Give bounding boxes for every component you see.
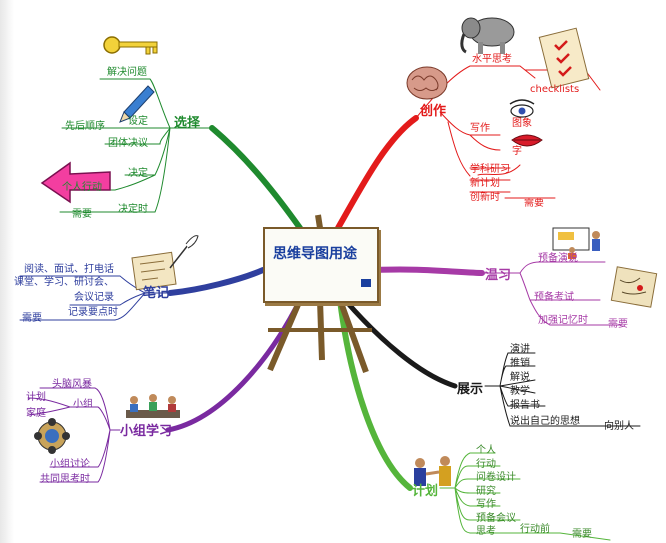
select-item: 需要 — [72, 209, 92, 220]
key-icon — [103, 36, 158, 55]
show-item: 解说 — [510, 372, 530, 383]
group-item: 共同思考时 — [40, 474, 90, 485]
center-board: 思维导图用途 — [263, 227, 379, 303]
handshake-icon — [414, 456, 451, 486]
presenter-icon — [552, 227, 600, 259]
group-item: 家庭 — [26, 408, 46, 419]
blank-area — [112, 448, 294, 508]
review-item: 需要 — [608, 319, 628, 330]
select-item: 个人行动 — [62, 182, 102, 193]
branch-review-sub — [481, 261, 621, 326]
branch-show-sub — [484, 352, 641, 427]
create-item: 新计划 — [470, 178, 500, 189]
arrow-icon — [40, 161, 111, 204]
plan-item: 行动 — [476, 459, 496, 470]
category-review: 温习 — [485, 268, 512, 283]
branch-notes-sub — [19, 275, 171, 321]
plan-item: 个人 — [476, 445, 496, 456]
compass-icon — [34, 418, 70, 454]
plan-item: 思考 — [476, 526, 496, 537]
group-item: 小组 — [73, 399, 93, 410]
notes-item: 记录要点时 — [68, 307, 118, 318]
branch-show — [342, 297, 458, 389]
branch-group-sub — [27, 387, 121, 483]
notes-item: 课堂、学习、研讨会、 — [14, 277, 114, 288]
elephant-icon — [460, 17, 515, 54]
category-group: 小组学习 — [120, 424, 173, 439]
pencil-icon — [119, 85, 155, 123]
brain-icon — [406, 66, 448, 100]
review-item: 预备演说 — [538, 253, 578, 264]
select-item: 先后顺序 — [65, 121, 105, 132]
category-create: 创作 — [420, 104, 447, 119]
lips-icon — [511, 134, 543, 147]
create-item: 创新时 — [470, 192, 500, 203]
branch-plan-sub — [439, 452, 611, 541]
show-item: 推销 — [510, 358, 530, 369]
create-item: 水平思考 — [472, 54, 512, 65]
category-plan: 计划 — [412, 484, 439, 499]
board-mark — [361, 279, 371, 287]
branch-select-sub — [59, 78, 213, 213]
show-item: 演讲 — [510, 344, 530, 355]
center-title: 思维导图用途 — [273, 246, 357, 262]
create-item: 写作 — [470, 123, 490, 134]
scroll-quill-icon — [131, 235, 199, 291]
group-item: 小组讨论 — [50, 459, 90, 470]
create-item: checklists — [530, 84, 580, 95]
branch-notes — [167, 267, 266, 296]
show-item: 报告书 — [510, 400, 540, 411]
notes-item: 会议记录 — [74, 292, 114, 303]
create-item: 需要 — [524, 198, 544, 209]
review-item: 预备考试 — [534, 292, 574, 303]
group-item: 计划 — [26, 392, 46, 403]
plan-item: 问卷设计 — [476, 472, 516, 483]
eye-icon — [509, 99, 535, 118]
branch-group — [165, 297, 303, 433]
show-item: 教学 — [510, 386, 530, 397]
select-item: 决定时 — [118, 204, 148, 215]
plan-item: 行动前 — [520, 524, 550, 535]
select-item: 决定 — [128, 168, 148, 179]
select-item: 设定 — [128, 116, 148, 127]
left-edge-shade — [0, 0, 14, 543]
plan-item: 预备会议 — [476, 513, 516, 524]
meeting-icon — [126, 394, 180, 418]
review-item: 加强记忆时 — [538, 315, 588, 326]
create-item: 字 — [512, 146, 522, 157]
notes-item: 阅读、面试、打电话 — [24, 264, 114, 275]
show-item: 向别人 — [604, 421, 634, 432]
branch-select — [209, 125, 303, 231]
map-icon — [610, 266, 658, 308]
checklist-icon — [538, 27, 590, 89]
create-item: 图象 — [512, 118, 532, 129]
category-show: 展示 — [457, 382, 484, 397]
group-item: 头脑风暴 — [52, 379, 92, 390]
plan-item: 写作 — [476, 499, 496, 510]
category-select: 选择 — [174, 116, 201, 131]
show-item: 说出自己的思想 — [510, 416, 580, 427]
plan-item: 研究 — [476, 486, 496, 497]
easel-icon — [267, 214, 372, 374]
notes-item: 需要 — [22, 313, 42, 324]
branch-create — [335, 115, 419, 231]
category-notes: 笔记 — [143, 286, 170, 301]
branch-review — [372, 266, 485, 276]
select-item: 解决问题 — [107, 67, 147, 78]
plan-item: 需要 — [572, 529, 592, 540]
select-item: 团体决议 — [108, 138, 148, 149]
create-item: 学科研习 — [470, 164, 510, 175]
